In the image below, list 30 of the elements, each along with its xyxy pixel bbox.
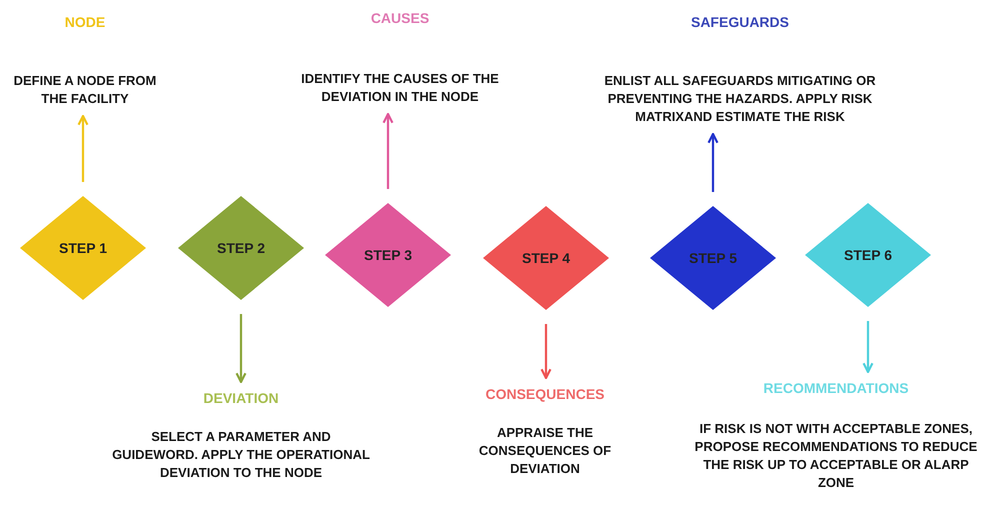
step-diamond [483, 206, 609, 310]
step-heading: RECOMMENDATIONS [763, 380, 909, 396]
step-heading: CONSEQUENCES [485, 386, 605, 402]
step-description: IDENTIFY THE CAUSES OF THE DEVIATION IN THE NODE [300, 70, 500, 106]
arrow [78, 114, 88, 182]
step-description: APPRAISE THE CONSEQUENCES OF DEVIATION [478, 424, 612, 478]
step-heading: SAFEGUARDS [690, 14, 789, 30]
step-label: STEP 2 [216, 240, 266, 256]
step-label: STEP 3 [363, 247, 413, 263]
step-description: SELECT A PARAMETER AND GUIDEWORD. APPLY THE OPERATIONAL DEVIATION TO THE NODE [111, 428, 371, 482]
arrow [236, 314, 246, 384]
step-label: STEP 5 [688, 250, 738, 266]
step-label: STEP 1 [58, 240, 108, 256]
step-heading: NODE [64, 14, 106, 30]
step-label: STEP 6 [843, 247, 893, 263]
step-heading: DEVIATION [203, 390, 279, 406]
step-label: STEP 4 [521, 250, 571, 266]
step-diamond [650, 206, 776, 310]
step-description: ENLIST ALL SAFEGUARDS MITIGATING OR PREVENTING THE HAZARDS. APPLY RISK MATRIXAND ESTIMATE THE RISK [603, 72, 877, 126]
step-diamond [178, 196, 304, 300]
step-description: IF RISK IS NOT WITH ACCEPTABLE ZONES, PROPOSE RECOMMENDATIONS TO REDUCE THE RISK UP TO ACCEPTABLE OR ALARP ZONE [694, 420, 978, 492]
arrow [708, 132, 718, 192]
step-description: DEFINE A NODE FROM THE FACILITY [12, 72, 158, 108]
arrow [862, 321, 874, 374]
step-heading: CAUSES [370, 10, 430, 26]
step-diamond [325, 203, 451, 307]
arrow [540, 324, 552, 380]
step-diamond [805, 203, 931, 307]
arrow [382, 112, 394, 189]
step-diamond [20, 196, 146, 300]
